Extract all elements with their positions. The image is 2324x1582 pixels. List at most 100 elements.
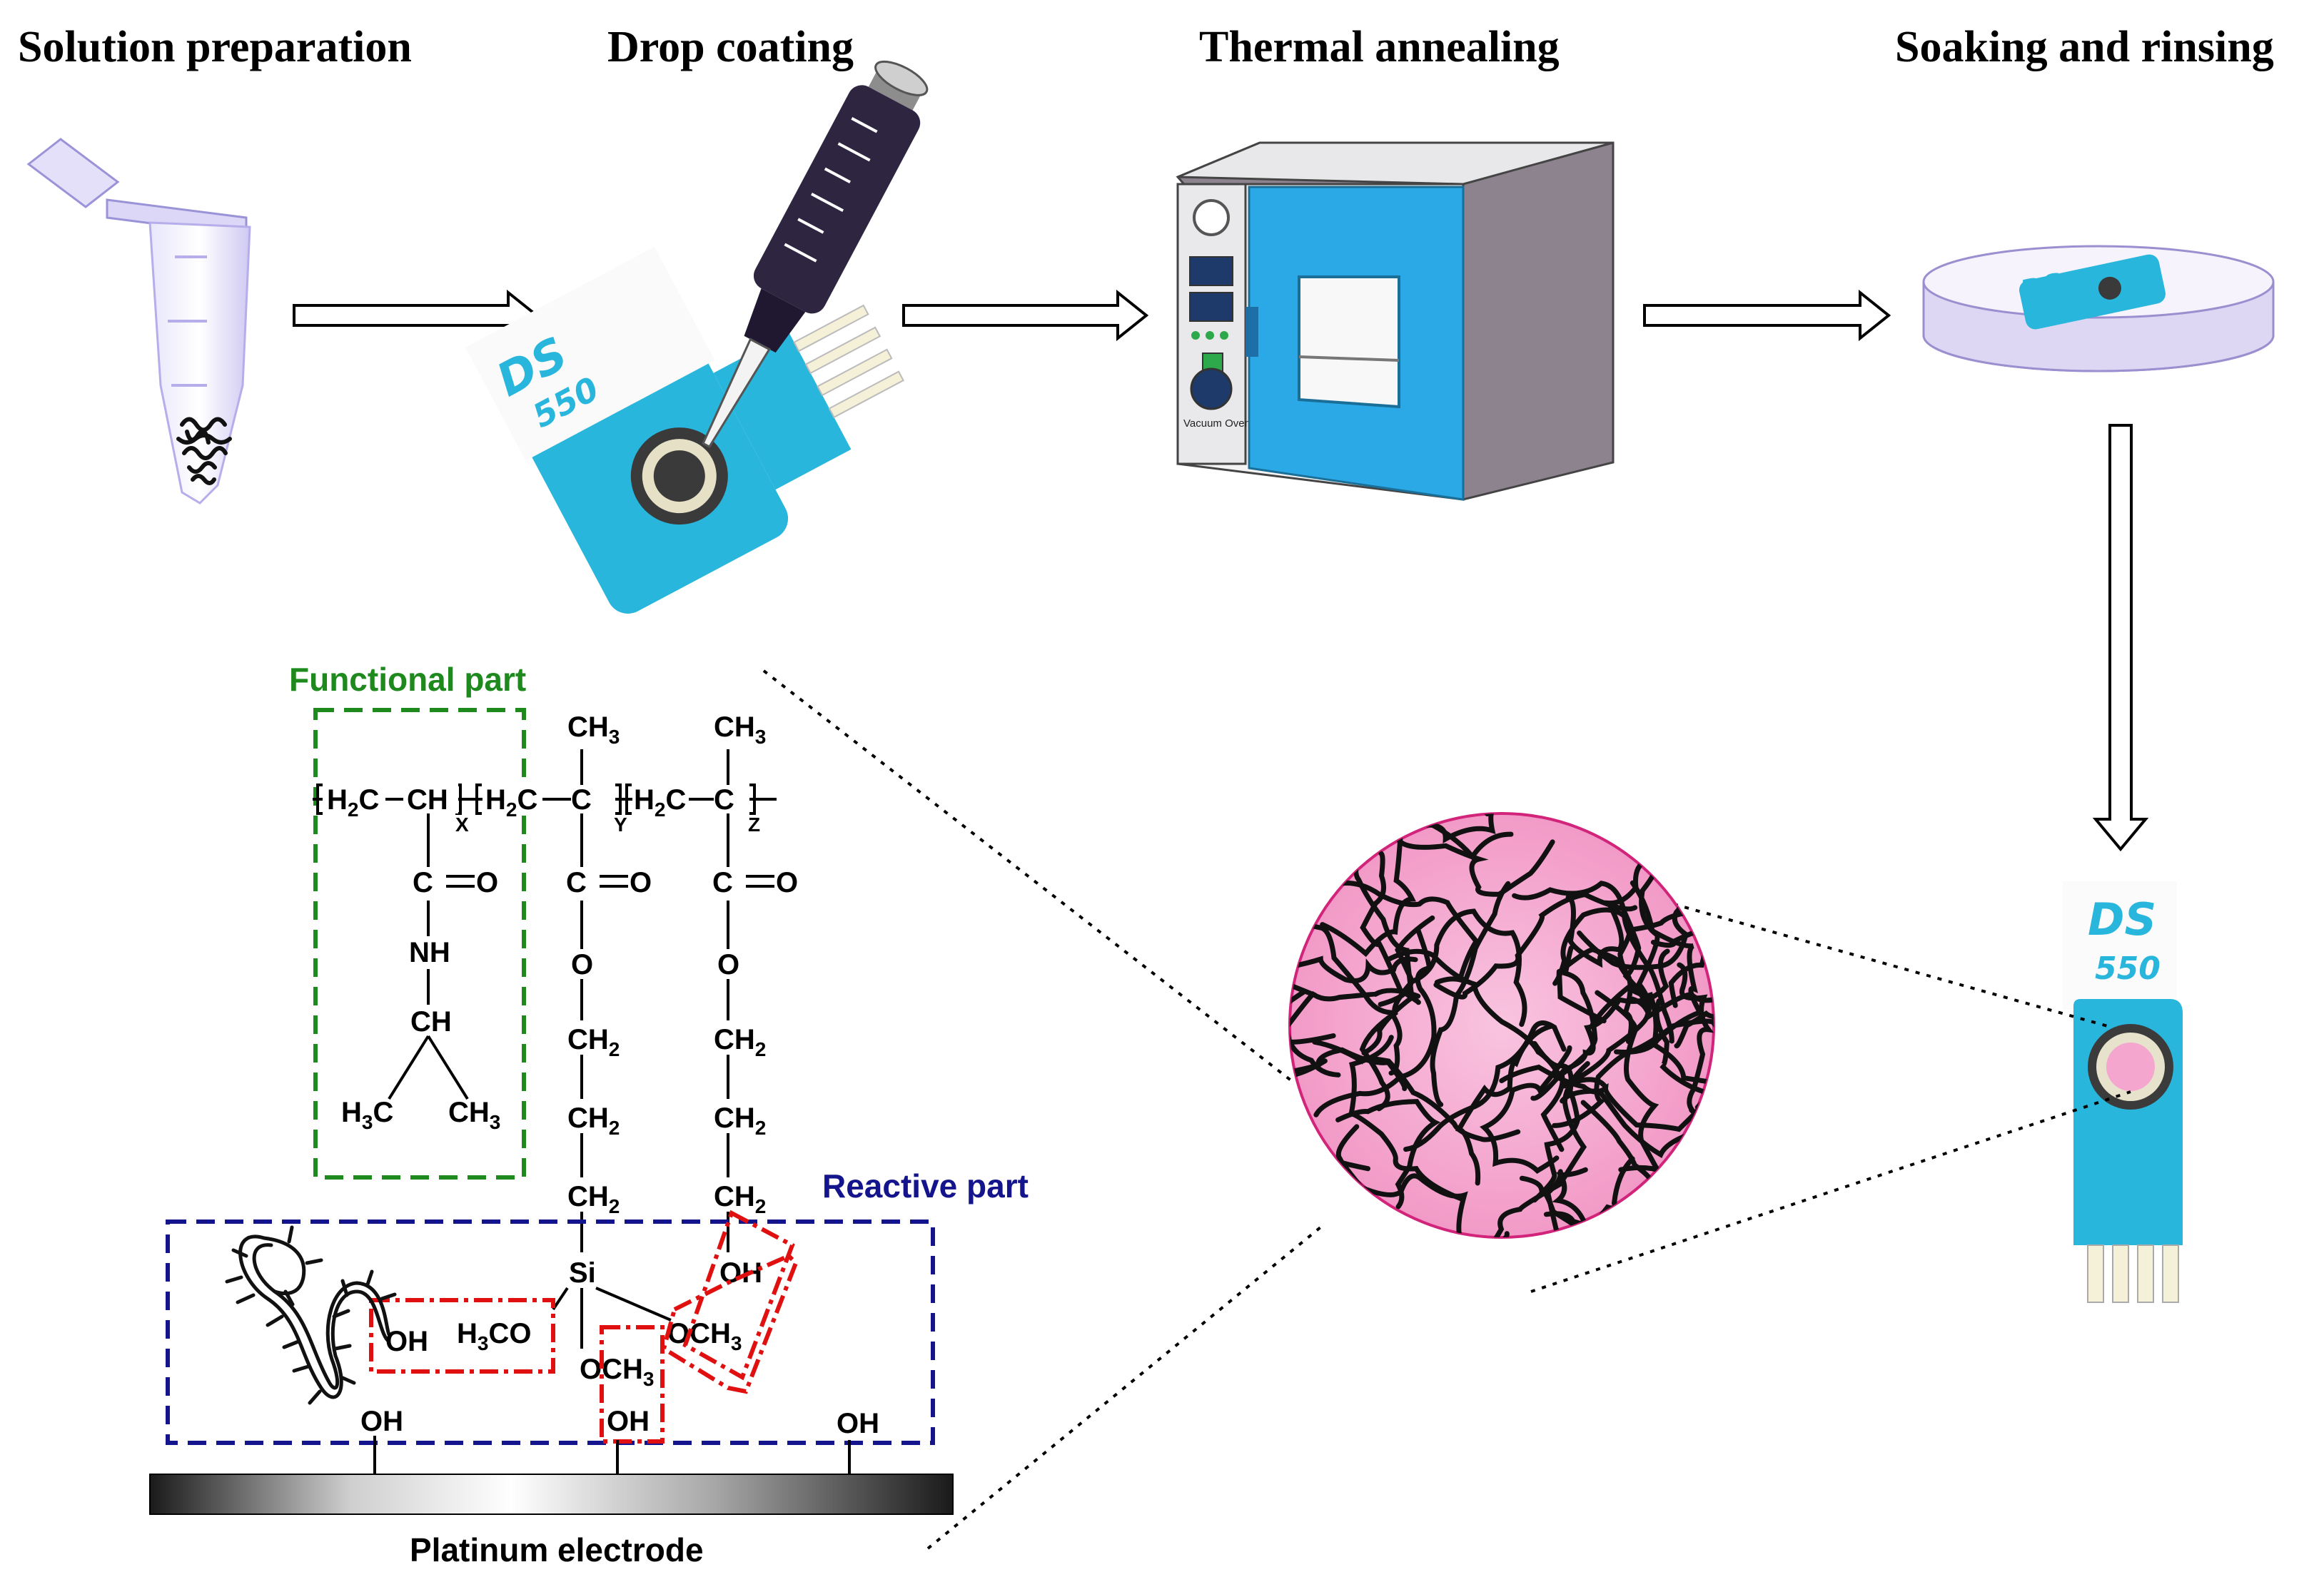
unit3-ester-o: O	[717, 949, 739, 980]
unit1-carbonyl-c: C	[413, 867, 433, 898]
polymer-strand	[1650, 835, 1714, 909]
unit2-carbonyl-c: C	[566, 867, 587, 898]
unit1-h3c: H3C	[341, 1097, 393, 1133]
electrode-label: Platinum electrode	[410, 1531, 704, 1568]
polymer-strand	[1585, 1156, 1657, 1237]
chain-oh: OH	[385, 1326, 428, 1357]
methoxy-bottom: OCH3	[580, 1354, 654, 1390]
polymer-strand	[1499, 1064, 1704, 1132]
step-title-drop-coating: Drop coating	[607, 23, 854, 71]
polymer-strand	[1637, 813, 1714, 863]
step-title-soaking-rinsing: Soaking and rinsing	[1895, 23, 2274, 71]
polymer-strand	[1290, 813, 1342, 916]
polymer-strand	[1540, 945, 1598, 1152]
methoxy-left: H3CO	[457, 1318, 531, 1354]
sensor-brand: DS	[2088, 893, 2156, 945]
polymer-chain-cartoon	[225, 1225, 397, 1405]
polymer-strand	[1466, 1061, 1590, 1237]
functional-part-box	[313, 708, 526, 1180]
microcentrifuge-tube-icon	[26, 138, 251, 504]
polymer-strand	[1455, 1024, 1553, 1186]
polymer-strand	[1614, 880, 1704, 1055]
reactive-group-highlights	[369, 1210, 799, 1444]
process-arrow-3	[1643, 289, 1891, 342]
polymer-strand	[1569, 851, 1664, 1085]
step-title-solution: Solution preparation	[18, 23, 412, 71]
zoom-lines	[762, 669, 2131, 1550]
polymer-strand	[1560, 1073, 1714, 1158]
unit1-nh: NH	[409, 937, 450, 968]
subscript-x: X	[455, 813, 469, 836]
polymer-strand	[1480, 1045, 1572, 1174]
surface-oh-2: OH	[607, 1406, 650, 1437]
polymer-strand	[1348, 1035, 1463, 1201]
unit1-h2c: H2C	[327, 784, 379, 821]
polymer-strand	[1335, 1099, 1441, 1210]
subscript-y: Y	[614, 813, 627, 836]
oven-label: Vacuum Oven	[1183, 417, 1251, 430]
vacuum-oven-icon: Vacuum Oven	[1176, 141, 1615, 501]
unit3-h2c: H2C	[634, 784, 686, 821]
reactive-part-label: Reactive part	[822, 1167, 1029, 1205]
polymer-strand	[1305, 813, 1514, 861]
unit3-ch2-c: CH2	[714, 1181, 766, 1217]
sensor-model: 550	[2095, 950, 2161, 987]
unit1-ch3: CH3	[448, 1097, 500, 1133]
unit3-ch2-a: CH2	[714, 1024, 766, 1060]
unit3-c: C	[714, 784, 734, 816]
polymer-strand	[1485, 813, 1615, 817]
unit1-carbonyl-o: O	[476, 867, 498, 898]
process-arrow-2	[902, 289, 1149, 342]
polymer-strand	[1395, 836, 1555, 897]
chemical-structure: Functional part H2C CH X H2C C Y H2C C Z	[149, 661, 1029, 1568]
polymer-strand	[1543, 1211, 1711, 1237]
polymer-particles	[176, 417, 232, 485]
polymer-strand	[1630, 991, 1714, 1109]
polymer-strand	[1290, 904, 1403, 1076]
process-arrow-down	[2092, 424, 2149, 852]
platinum-electrode	[149, 1474, 954, 1515]
step-title-thermal-annealing: Thermal annealing	[1199, 23, 1560, 71]
unit3-ch3: CH3	[714, 711, 766, 748]
drop-coating-device-icon: DS 550	[465, 60, 929, 614]
polymer-strand	[1353, 841, 1415, 1056]
unit1-ch: CH	[407, 784, 448, 816]
polymer-strand	[1512, 881, 1652, 1000]
polymer-strand	[1360, 851, 1421, 1005]
silicon-atom: Si	[569, 1257, 596, 1289]
unit3-carbonyl-o: O	[776, 867, 798, 898]
surface-oh-1: OH	[360, 1406, 403, 1437]
polymer-strand	[1385, 948, 1607, 1089]
polymer-strand	[1689, 1107, 1714, 1237]
unit2-c: C	[571, 784, 592, 816]
polymer-strand	[1403, 1020, 1567, 1152]
unit2-ch2-a: CH2	[567, 1024, 620, 1060]
magnified-membrane	[1288, 812, 1715, 1239]
surface-oh-3: OH	[837, 1408, 879, 1439]
polymer-strand	[1686, 813, 1714, 863]
polymer-strand	[1617, 908, 1702, 1045]
unit2-ch2-c: CH2	[567, 1181, 620, 1217]
methoxy-right: OCH3	[667, 1318, 742, 1354]
unit3-carbonyl-c: C	[712, 867, 733, 898]
functional-part-label: Functional part	[289, 661, 526, 698]
polymer-strand	[1290, 988, 1308, 1172]
polymer-strand	[1650, 813, 1714, 948]
unit2-ester-o: O	[571, 949, 593, 980]
coated-sensor-icon: DS 550	[2063, 881, 2183, 1303]
unit1-ch: CH	[410, 1006, 452, 1038]
subscript-z: Z	[748, 813, 760, 836]
unit3-ch2-b: CH2	[714, 1102, 766, 1139]
polymer-strand	[1290, 853, 1303, 970]
unit2-carbonyl-o: O	[630, 867, 652, 898]
unit2-ch3: CH3	[567, 711, 620, 748]
reactive-part-box	[166, 1220, 935, 1445]
unit2-h2c: H2C	[485, 784, 537, 821]
unit2-ch2-b: CH2	[567, 1102, 620, 1139]
unit3-oh: OH	[719, 1257, 762, 1289]
polymer-strand	[1699, 998, 1714, 1130]
polymer-strand	[1545, 1169, 1696, 1237]
polymer-strand	[1290, 1201, 1315, 1237]
